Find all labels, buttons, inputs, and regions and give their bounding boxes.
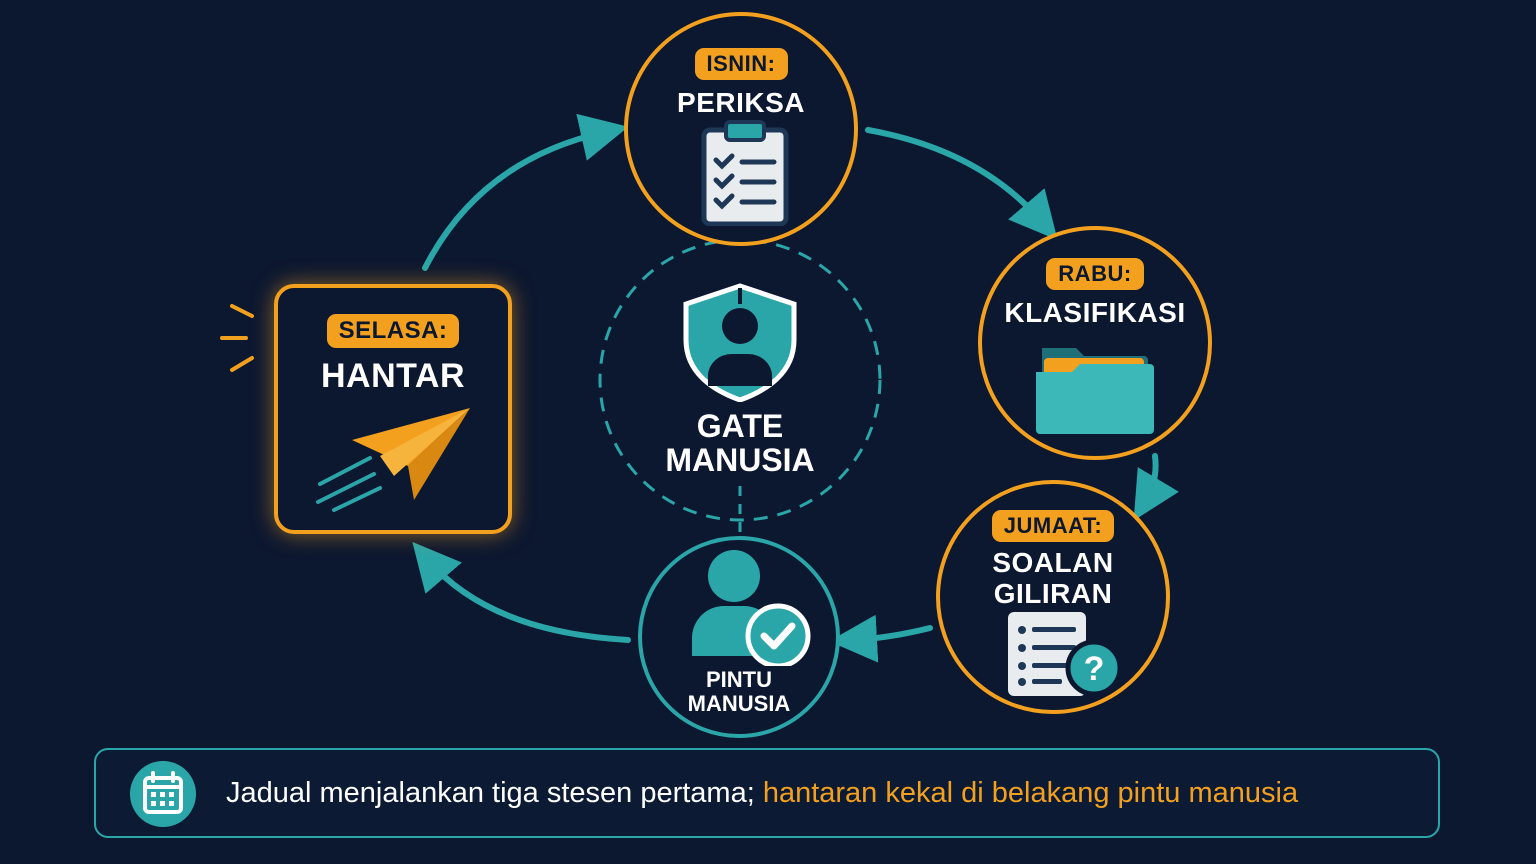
user-check-icon <box>692 550 811 666</box>
station-title-rabu: KLASIFIKASI <box>1004 297 1186 328</box>
question-document-icon: ? <box>1008 612 1123 697</box>
station-title-pintu-line2: MANUSIA <box>687 691 791 717</box>
arrow-rabu-to-jumaat <box>1133 453 1179 521</box>
paper-plane-icon <box>316 408 470 512</box>
arrow-selasa-to-isnin <box>422 113 629 271</box>
highlight-rays <box>220 304 254 372</box>
info-banner: Jadual menjalankan tiga stesen pertama; … <box>94 748 1440 838</box>
gate-title-line1: GATE <box>696 408 784 444</box>
station-title-jumaat-line1: SOALAN <box>992 547 1114 578</box>
banner-text: Jadual menjalankan tiga stesen pertama; … <box>226 750 1298 836</box>
station-rabu: RABU: KLASIFIKASI <box>978 226 1212 460</box>
station-selasa: SELASA: HANTAR <box>274 284 512 534</box>
banner-text-highlight: hantaran kekal di belakang pintu manusia <box>762 777 1299 809</box>
station-jumaat: JUMAAT: SOALAN GILIRAN ? <box>936 480 1170 714</box>
svg-text:?: ? <box>1084 650 1105 688</box>
arrow-isnin-to-rabu <box>865 127 1058 241</box>
day-badge-rabu: RABU: <box>1046 258 1144 290</box>
day-badge-isnin: ISNIN: <box>694 48 788 80</box>
station-title-pintu-line1: PINTU <box>706 667 772 692</box>
calendar-icon <box>143 771 183 814</box>
station-pintu-manusia: PINTU MANUSIA <box>638 536 840 738</box>
shield-person-icon <box>683 283 797 402</box>
station-title-jumaat-line2: GILIRAN <box>993 577 1113 609</box>
arrow-pintu-to-selasa <box>412 541 631 643</box>
folder-icon <box>1036 348 1154 434</box>
clipboard-checklist-icon <box>701 120 789 226</box>
calendar-icon-badge <box>130 761 196 827</box>
station-title-isnin: PERIKSA <box>677 87 805 118</box>
day-badge-selasa: SELASA: <box>326 314 460 348</box>
gate-title: GATE MANUSIA <box>620 408 860 478</box>
arrow-jumaat-to-pintu <box>829 614 933 663</box>
banner-text-main: Jadual menjalankan tiga stesen pertama; <box>226 777 763 809</box>
station-isnin: ISNIN: PERIKSA <box>624 12 858 246</box>
day-badge-jumaat: JUMAAT: <box>991 510 1115 542</box>
gate-title-line2: MANUSIA <box>665 441 815 478</box>
station-title-selasa: HANTAR <box>320 357 465 395</box>
